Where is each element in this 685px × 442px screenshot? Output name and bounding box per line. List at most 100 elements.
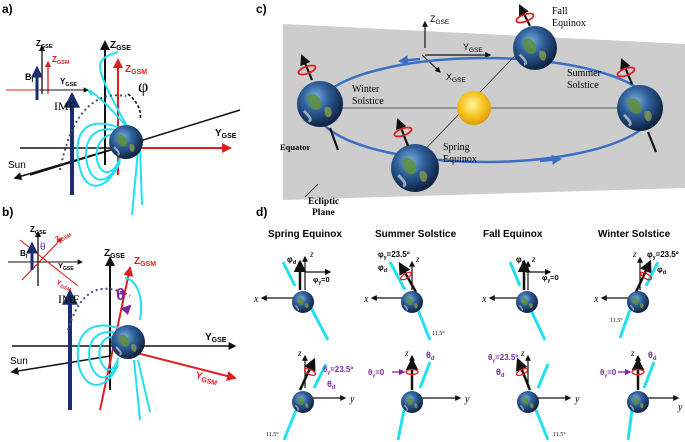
field-line [282,409,298,441]
panel-c-label: c) [256,2,267,16]
b-field-line [88,331,123,379]
earth [291,290,315,314]
field-line [388,261,407,291]
a-field-lines [76,51,143,216]
panel-d-label: d) [256,205,267,219]
d-summer-top: x z φy=23.5º φd 11.5° [363,250,445,341]
z-label: z [415,254,420,264]
spin-ring [515,367,529,377]
phi-d-label: φd [516,255,525,266]
panel-d: d) Spring Equinox Summer Solstice Fall E… [253,205,683,441]
b-field-line [76,324,125,386]
b-sun-direction-arrow [10,355,111,375]
b-sun-label: Sun [10,356,28,367]
earth-fall [511,24,559,72]
orbit-direction-bottom [539,154,562,165]
a-field-line [139,147,143,206]
theta-y0-label: θy=0 [600,368,617,379]
x-label: x [253,294,259,305]
summer-label-2: Solstice [567,80,599,91]
a-field-line [76,122,126,187]
d-top-row: x z φd φy=0 x z φy=23.5 [253,249,679,341]
b-field-line [133,359,141,421]
a-z-gsm-label: ZGSM [125,64,147,76]
earth-spring [389,142,441,194]
a-sun-direction-arrow [13,149,111,181]
x-label: x [593,294,599,305]
b-earth [109,323,147,361]
field-line [642,361,656,389]
spring-axis [396,117,410,147]
earth [400,390,424,414]
panel-a-inset: ZGSE ZGSM YGSE BI [6,39,90,100]
field-line [418,361,432,389]
d-fall-bottom: y z θy=23.5º θd 11.5° [488,348,580,441]
z-label: z [632,249,637,259]
earth [515,290,539,314]
panel-a: a) ZGSE ZGSM YGSE BI ZGSE ZGSM YGSE Sun [2,2,241,216]
header-summer: Summer Solstice [375,229,457,240]
header-fall: Fall Equinox [483,229,543,240]
panel-b-label: b) [2,205,13,219]
earth [291,390,315,414]
a-phi-arc [127,93,142,121]
inset-b-theta-label: θ [40,242,46,253]
spin-ring [400,271,412,281]
inset-b-y-gsm-axis [19,239,79,287]
theta-y235-label: θy=23.5º [323,365,353,376]
y-label: y [349,394,355,405]
inset-b-z-gsm-axis [21,237,63,281]
earth [626,390,650,414]
summer-axis-lower [646,131,658,153]
z-label: z [520,348,525,358]
summer-label-1: Summer [567,68,602,79]
x-label: x [363,294,369,305]
d-winter-bottom: y z θy=0 θd [600,348,683,441]
spin-ring [405,368,419,376]
summer-spin-ring [616,66,636,78]
phi-y235-label: φy=23.5º [647,250,679,261]
field-line [508,261,522,287]
theta-d-label: θd [426,350,435,362]
x-label: x [481,294,487,305]
rotation-axis [298,357,316,391]
phi-y0-label: φy=0 [313,275,330,286]
phi-d-label: φd [287,255,296,266]
b-field-lines [76,277,151,421]
header-winter: Winter Solstice [598,229,671,240]
a-dotted-connector [59,94,127,171]
b-dotted-connector [67,287,131,331]
theta-d-label: θd [327,379,336,391]
d-bottom-row: y z θy=23.5º θd 11.5° y z [266,348,683,441]
a-sun-label: Sun [8,160,26,171]
spring-spin-ring [393,126,413,138]
inset-a-y-gse-label: YGSE [60,77,77,88]
field-line [528,307,547,341]
phi-d-label: φd [657,265,666,276]
summer-axis [620,57,634,85]
a-field-line [99,51,129,129]
d-spring-top: x z φd φy=0 [253,249,332,341]
header-spring: Spring Equinox [268,229,342,240]
field-line [626,409,634,441]
winter-spin-ring [297,64,317,76]
earth-summer [615,83,665,133]
b-theta-label: θ [116,285,125,304]
inset-a-z-gsm-label: ZGSM [52,55,70,66]
z-label: z [630,348,635,358]
y-label: y [677,402,683,413]
b-y-gse-label: YGSE [205,332,227,344]
inset-b-y-gsm-label: YGSM [55,279,73,293]
field-line [534,409,550,441]
c-x-gse-axis [421,54,441,73]
a-y-gse-label: YGSE [215,128,237,140]
inset-b-z-gse-label: ZGSE [30,225,47,236]
tilt-label: 11.5° [266,431,279,438]
c-spin-rings [297,12,636,138]
tilt-label: 11.5° [553,431,566,438]
field-line [281,261,297,287]
spring-label-1: Spring [443,142,470,153]
inset-a-z-gse-label: ZGSE [36,39,53,50]
a-field-line [131,149,139,216]
y-label: y [464,394,470,405]
